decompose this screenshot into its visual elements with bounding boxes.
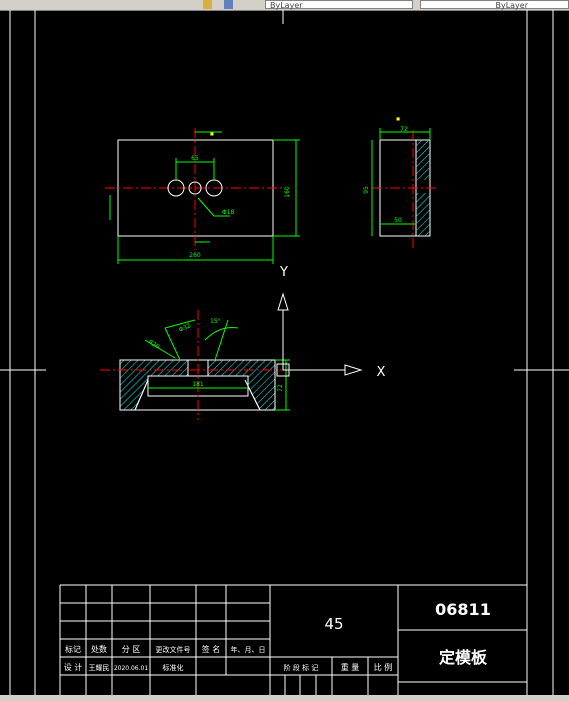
section-dim-inner: 181 bbox=[192, 381, 204, 388]
drawing-canvas[interactable]: 260 160 65 Φ18 ■ 72 95 50 ■ bbox=[0, 10, 569, 695]
sign-cell: 设 计 bbox=[64, 662, 83, 672]
y-axis-label: Y bbox=[279, 265, 288, 280]
rev-header-cell: 更改文件号 bbox=[156, 645, 191, 654]
section-dim-depth: 72 bbox=[277, 384, 284, 392]
signature-row: 设 计 王耀民 2020.06.01 标准化 bbox=[64, 662, 184, 672]
ucs-axis-icon bbox=[276, 292, 363, 377]
stage-cell: 阶 段 标 记 bbox=[284, 663, 319, 672]
stage-header-row: 阶 段 标 记 重 量 比 例 bbox=[284, 662, 393, 672]
sheet-border bbox=[0, 10, 569, 695]
top-marker: ■ bbox=[210, 131, 214, 136]
rev-header-cell: 年、月、日 bbox=[231, 645, 266, 654]
section-dim-cone-a: Φ32 bbox=[178, 322, 192, 334]
drawing-number: 06811 bbox=[435, 600, 491, 619]
properties-toolbar: ByLayer ByLayer bbox=[0, 0, 569, 11]
sign-cell: 王耀民 bbox=[89, 663, 110, 672]
title-block bbox=[59, 584, 527, 695]
rev-header-cell: 签 名 bbox=[202, 644, 221, 654]
rev-header-cell: 处数 bbox=[91, 644, 107, 654]
part-name: 定模板 bbox=[438, 648, 488, 667]
side-view: 72 95 50 ■ bbox=[363, 116, 436, 248]
section-dim-cone-b: R20 bbox=[147, 339, 161, 351]
status-bar bbox=[0, 695, 569, 701]
dim-hole-diameter: Φ18 bbox=[222, 209, 235, 216]
side-dim-depth: 72 bbox=[400, 126, 408, 133]
side-marker: ■ bbox=[396, 116, 400, 121]
section-view: 181 72 15° Φ32 R20 bbox=[100, 310, 300, 420]
layer-stack-icon[interactable] bbox=[224, 0, 233, 9]
x-axis-label: X bbox=[377, 365, 386, 380]
dim-hole-spacing: 65 bbox=[191, 155, 199, 162]
material-label: 45 bbox=[324, 615, 343, 633]
rev-header-cell: 分 区 bbox=[122, 645, 141, 654]
revision-header-row: 标记 处数 分 区 更改文件号 签 名 年、月、日 bbox=[65, 644, 266, 654]
stage-cell: 比 例 bbox=[374, 662, 393, 672]
dim-height: 160 bbox=[284, 186, 291, 198]
front-view: 260 160 65 Φ18 ■ bbox=[105, 128, 300, 264]
sign-cell: 标准化 bbox=[163, 663, 184, 672]
side-dim-height: 95 bbox=[363, 186, 370, 194]
stage-cell: 重 量 bbox=[341, 662, 360, 672]
side-dim-inner: 50 bbox=[394, 217, 402, 224]
layer-state-icon[interactable] bbox=[203, 0, 212, 9]
linetype-dropdown[interactable]: ByLayer bbox=[420, 0, 569, 10]
rev-header-cell: 标记 bbox=[65, 644, 81, 654]
color-dropdown[interactable]: ByLayer bbox=[265, 0, 413, 10]
section-dim-angle: 15° bbox=[210, 318, 221, 325]
sign-cell: 2020.06.01 bbox=[114, 665, 149, 672]
dim-width: 260 bbox=[189, 252, 201, 259]
